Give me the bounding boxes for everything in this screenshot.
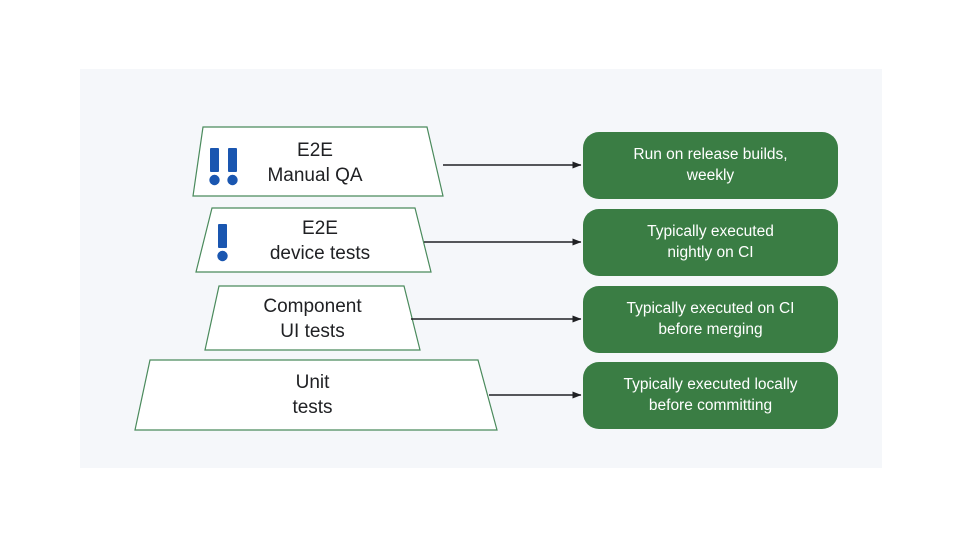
callout-component-ui-tests[interactable]: Typically executed on CI before merging <box>583 286 838 353</box>
pyramid-shapes <box>134 126 498 431</box>
connector-arrows <box>411 161 582 399</box>
pyramid-layer-component-ui-tests[interactable] <box>204 285 421 351</box>
callout-unit-tests[interactable]: Typically executed locally before commit… <box>583 362 838 429</box>
pyramid-layer-unit-tests[interactable] <box>134 359 498 431</box>
pyramid-layer-e2e-device-tests[interactable] <box>195 207 432 273</box>
callout-e2e-manual-qa[interactable]: Run on release builds, weekly <box>583 132 838 199</box>
pyramid-layer-e2e-manual-qa[interactable] <box>192 126 444 197</box>
callout-e2e-device-tests[interactable]: Typically executed nightly on CI <box>583 209 838 276</box>
